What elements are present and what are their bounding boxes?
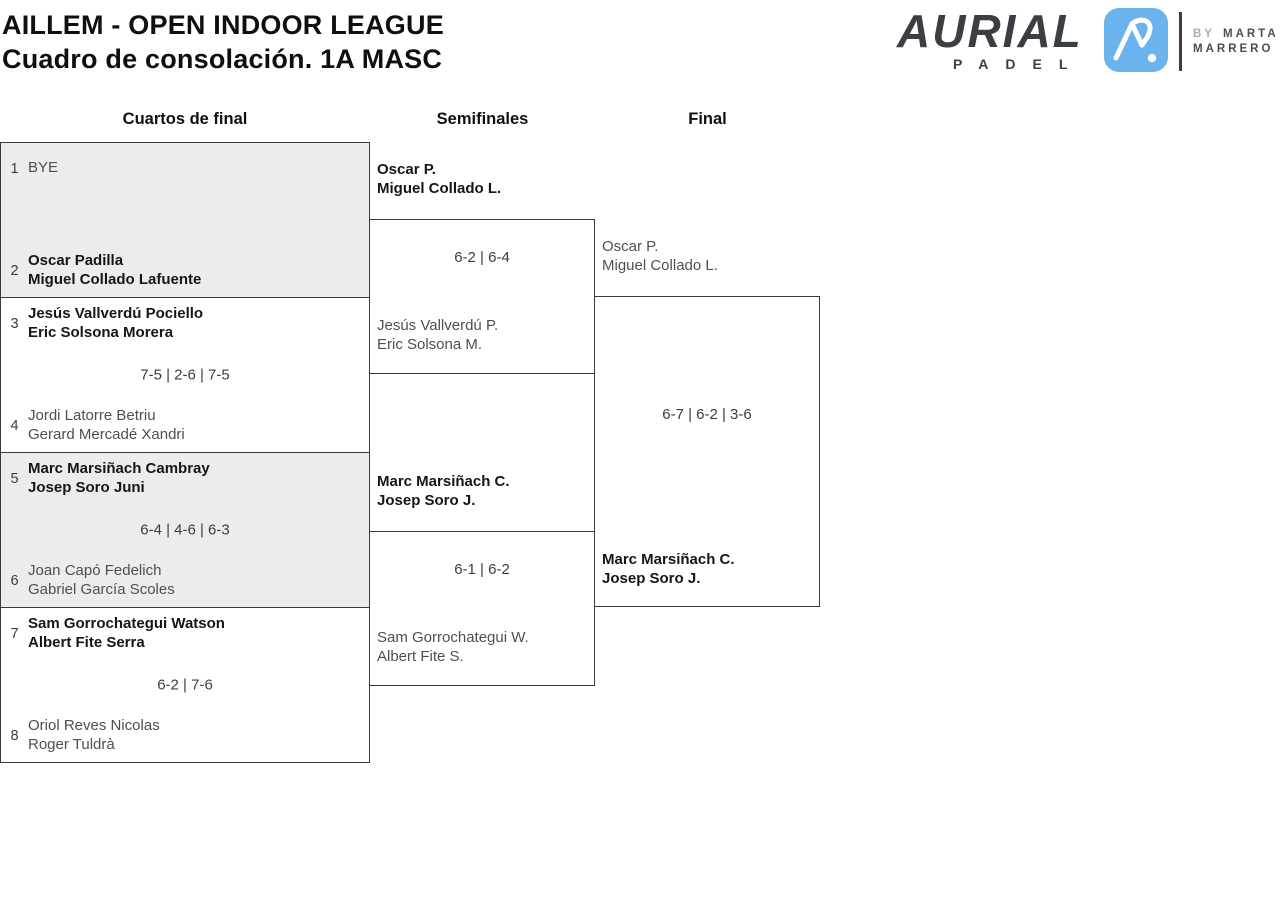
team-names: Oscar Padilla Miguel Collado Lafuente xyxy=(28,252,201,289)
player-name: Eric Solsona Morera xyxy=(28,323,174,341)
sf2-team-top: Marc Marsiñach C. Josep Soro J. xyxy=(377,473,510,510)
page-title: AILLEM - OPEN INDOOR LEAGUE Cuadro de co… xyxy=(2,8,444,76)
player-name: Miguel Collado Lafuente xyxy=(28,270,202,288)
sf1-team-bottom: Jesús Vallverdú P. Eric Solsona M. xyxy=(377,317,498,354)
page-title-line2: Cuadro de consolación. 1A MASC xyxy=(2,44,443,74)
player-name: Josep Soro J. xyxy=(377,491,476,509)
player-name: Sam Gorrochategui Watson xyxy=(28,615,225,632)
player-name: Josep Soro Juni xyxy=(28,478,145,496)
sf1-team-top: Oscar P. Miguel Collado L. xyxy=(377,161,501,198)
player-name: Marc Marsiñach C. xyxy=(377,473,510,490)
page-title-line1: AILLEM - OPEN INDOOR LEAGUE xyxy=(2,10,444,40)
round-header-final: Final xyxy=(688,110,727,128)
player-name: Albert Fite S. xyxy=(377,647,464,665)
player-name: Jordi Latorre Betriu xyxy=(28,407,156,424)
player-name: Oscar P. xyxy=(377,161,436,178)
final-team-bottom: Marc Marsiñach C. Josep Soro J. xyxy=(602,551,735,588)
player-name: Gabriel García Scoles xyxy=(28,580,175,598)
logo-brand-subtext: PADEL xyxy=(953,56,1085,72)
match-score: 7-5 | 2-6 | 7-5 xyxy=(140,366,230,384)
logo-by-name2: MARRERO xyxy=(1193,43,1274,55)
round-header-cuartos: Cuartos de final xyxy=(122,110,248,128)
logo-byline: BY MARTA MARRERO xyxy=(1193,27,1279,57)
player-name: Josep Soro J. xyxy=(602,569,701,587)
team-names: Jesús Vallverdú Pociello Eric Solsona Mo… xyxy=(28,305,203,342)
player-name: Marc Marsiñach C. xyxy=(602,551,735,568)
final-score: 6-7 | 6-2 | 3-6 xyxy=(662,406,752,423)
aurial-monogram-icon xyxy=(1113,17,1157,63)
sf2-score: 6-1 | 6-2 xyxy=(454,561,510,578)
final-team-top: Oscar P. Miguel Collado L. xyxy=(602,238,718,275)
player-name: Miguel Collado L. xyxy=(602,256,718,274)
team-names: BYE xyxy=(28,150,58,187)
seed-number: 4 xyxy=(10,417,19,434)
logo-by-prefix: BY xyxy=(1193,28,1215,40)
sf2-team-bottom: Sam Gorrochategui W. Albert Fite S. xyxy=(377,629,529,666)
qf-match-1: 1 BYE 2 Oscar Padilla Miguel Collado Laf… xyxy=(1,143,369,298)
team-row: 2 Oscar Padilla Miguel Collado Lafuente xyxy=(1,252,369,289)
player-name: Jesús Vallverdú P. xyxy=(377,317,499,334)
logo-divider xyxy=(1179,12,1182,71)
team-row: 1 BYE xyxy=(1,150,369,187)
team-names: Sam Gorrochategui Watson Albert Fite Ser… xyxy=(28,615,225,652)
aurial-badge xyxy=(1104,8,1168,72)
match-score: 6-4 | 4-6 | 6-3 xyxy=(140,521,230,539)
team-names: Oriol Reves Nicolas Roger Tuldrà xyxy=(28,717,160,754)
team-row: 7 Sam Gorrochategui Watson Albert Fite S… xyxy=(1,615,369,652)
team-row: 5 Marc Marsiñach Cambray Josep Soro Juni xyxy=(1,460,369,497)
seed-number: 5 xyxy=(10,470,19,487)
player-name: Joan Capó Fedelich xyxy=(28,562,162,579)
team-row: 4 Jordi Latorre Betriu Gerard Mercadé Xa… xyxy=(1,407,369,444)
player-name: Oscar P. xyxy=(602,238,659,255)
logo-byline-line1: BY MARTA xyxy=(1193,27,1279,42)
player-name: Jesús Vallverdú Pociello xyxy=(28,305,204,322)
player-name: Marc Marsiñach Cambray xyxy=(28,460,210,477)
seed-number: 6 xyxy=(10,572,19,589)
seed-number: 2 xyxy=(10,262,19,279)
team-row: 8 Oriol Reves Nicolas Roger Tuldrà xyxy=(1,717,369,754)
player-name: Miguel Collado L. xyxy=(377,179,502,197)
player-name: BYE xyxy=(28,159,59,177)
round-header-semifinales: Semifinales xyxy=(436,110,529,128)
final-match-box xyxy=(594,296,820,607)
match-score: 6-2 | 7-6 xyxy=(157,676,213,694)
team-names: Joan Capó Fedelich Gabriel García Scoles xyxy=(28,562,175,599)
logo-brand-text: AURIAL xyxy=(897,5,1083,57)
team-names: Marc Marsiñach Cambray Josep Soro Juni xyxy=(28,460,210,497)
seed-number: 8 xyxy=(10,727,19,744)
player-name: Gerard Mercadé Xandri xyxy=(28,425,185,443)
player-name: Eric Solsona M. xyxy=(377,335,483,353)
player-name: Sam Gorrochategui W. xyxy=(377,629,529,646)
seed-number: 3 xyxy=(10,315,19,332)
player-name: Albert Fite Serra xyxy=(28,633,145,651)
team-names: Jordi Latorre Betriu Gerard Mercadé Xand… xyxy=(28,407,185,444)
qf-match-4: 7 Sam Gorrochategui Watson Albert Fite S… xyxy=(1,608,369,762)
qf-match-3: 5 Marc Marsiñach Cambray Josep Soro Juni… xyxy=(1,453,369,608)
sf-match-2-box xyxy=(369,531,595,686)
qf-match-2: 3 Jesús Vallverdú Pociello Eric Solsona … xyxy=(1,298,369,453)
team-row: 6 Joan Capó Fedelich Gabriel García Scol… xyxy=(1,562,369,599)
player-name: Roger Tuldrà xyxy=(28,735,115,753)
seed-number: 1 xyxy=(10,160,19,177)
sf1-score: 6-2 | 6-4 xyxy=(454,249,510,266)
seed-number: 7 xyxy=(10,625,19,642)
logo-by-name1: MARTA xyxy=(1222,28,1279,40)
player-name: Oscar Padilla xyxy=(28,252,124,269)
player-name: Oriol Reves Nicolas xyxy=(28,717,160,734)
team-row: 3 Jesús Vallverdú Pociello Eric Solsona … xyxy=(1,305,369,342)
quarterfinals-column: 1 BYE 2 Oscar Padilla Miguel Collado Laf… xyxy=(0,142,370,763)
